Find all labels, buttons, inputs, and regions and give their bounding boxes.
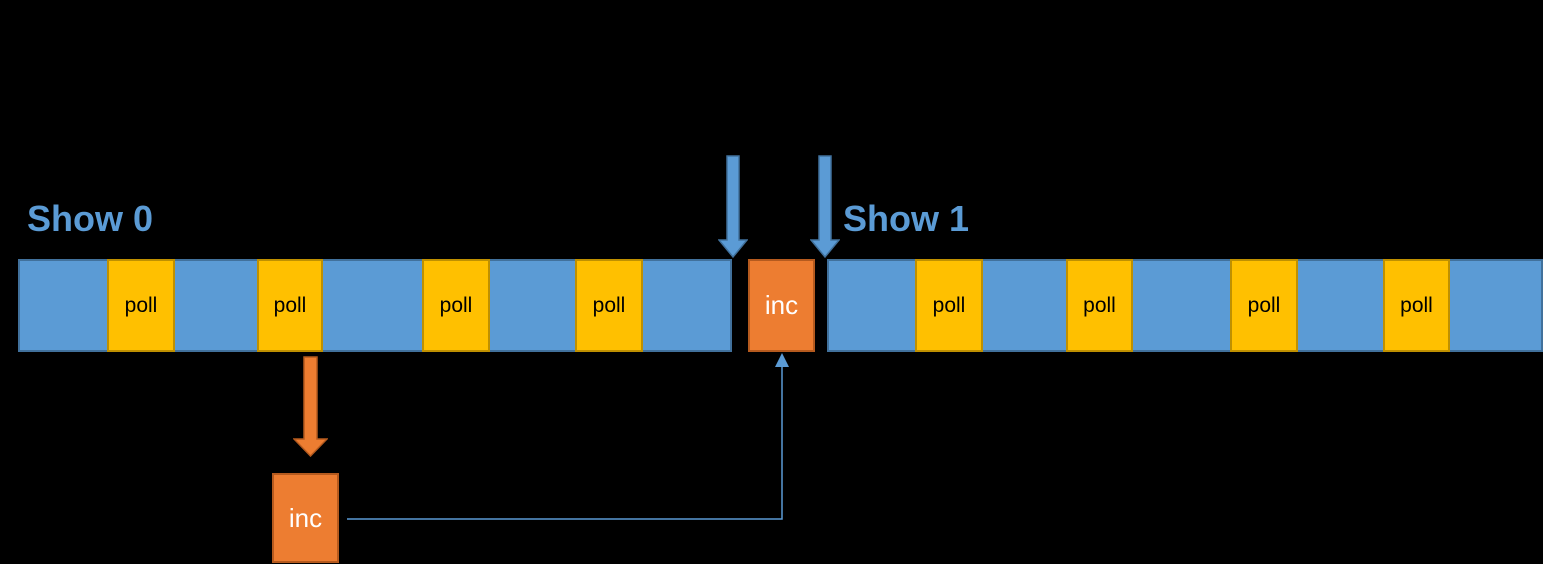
show0-poll-block-3: poll [422,259,490,352]
show1-start-arrow-icon [810,155,840,259]
poll-label: poll [273,293,307,317]
poll-label: poll [1083,293,1116,317]
deferred-inc-block: inc [272,473,339,563]
poll-label: poll [592,293,626,317]
inc-connector-arrow-icon [347,353,789,520]
poll-label: poll [124,293,158,317]
inc-label: inc [764,290,799,320]
show1-poll-block-2: poll [1066,259,1133,352]
show0-poll-block-4: poll [575,259,643,352]
show1-poll-block-3: poll [1230,259,1298,352]
show0-label: Show 0 [27,198,154,239]
show1-label: Show 1 [843,198,970,239]
poll-label: poll [439,293,473,317]
show1-poll-block-4: poll [1383,259,1450,352]
inc-label: inc [288,502,323,533]
inc-timeline-block: inc [748,259,815,352]
show0-end-arrow-icon [718,155,748,259]
poll-label: poll [1400,293,1433,317]
show0-poll-block-2: poll [257,259,323,352]
show0-poll-block-1: poll [107,259,175,352]
show1-poll-block-1: poll [915,259,983,352]
poll-to-inc-arrow-icon [293,356,328,457]
poll-label: poll [1247,293,1281,317]
poll-label: poll [932,293,966,317]
